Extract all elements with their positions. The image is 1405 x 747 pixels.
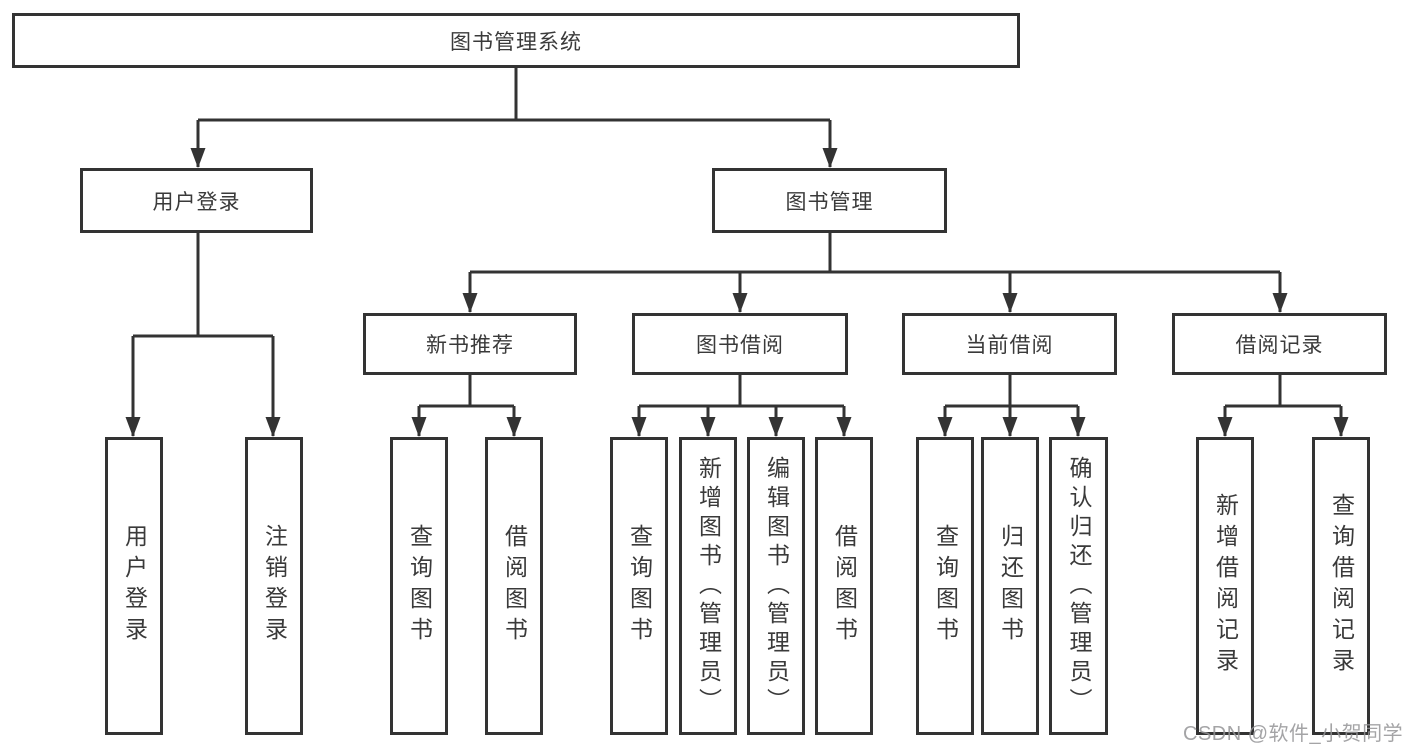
node-new-book-recommendation: 新书推荐 bbox=[363, 313, 577, 375]
node-book-borrowing: 图书借阅 bbox=[632, 313, 848, 375]
node-current-borrowing: 当前借阅 bbox=[902, 313, 1117, 375]
node-query-borrow-record: 查询借阅记录 bbox=[1312, 437, 1370, 735]
node-borrow-books-recommend: 借阅图书 bbox=[485, 437, 543, 735]
node-query-books-borrow: 查询图书 bbox=[610, 437, 668, 735]
node-edit-book-admin: 编辑图书（管理员） bbox=[747, 437, 805, 735]
node-book-management-branch: 图书管理 bbox=[712, 168, 947, 233]
node-add-borrow-record: 新增借阅记录 bbox=[1196, 437, 1254, 735]
node-query-books-current: 查询图书 bbox=[916, 437, 974, 735]
node-user-login: 用户登录 bbox=[105, 437, 163, 735]
csdn-watermark: CSDN @软件_小贺同学 bbox=[1183, 723, 1404, 745]
node-query-books-recommend: 查询图书 bbox=[390, 437, 448, 735]
node-confirm-return-admin: 确认归还（管理员） bbox=[1049, 437, 1108, 735]
node-user-login-branch: 用户登录 bbox=[80, 168, 313, 233]
node-borrow-book: 借阅图书 bbox=[815, 437, 873, 735]
node-add-book-admin: 新增图书（管理员） bbox=[679, 437, 737, 735]
node-return-book: 归还图书 bbox=[981, 437, 1039, 735]
node-logout: 注销登录 bbox=[245, 437, 303, 735]
node-borrowing-records: 借阅记录 bbox=[1172, 313, 1387, 375]
node-library-management-system: 图书管理系统 bbox=[12, 13, 1020, 68]
